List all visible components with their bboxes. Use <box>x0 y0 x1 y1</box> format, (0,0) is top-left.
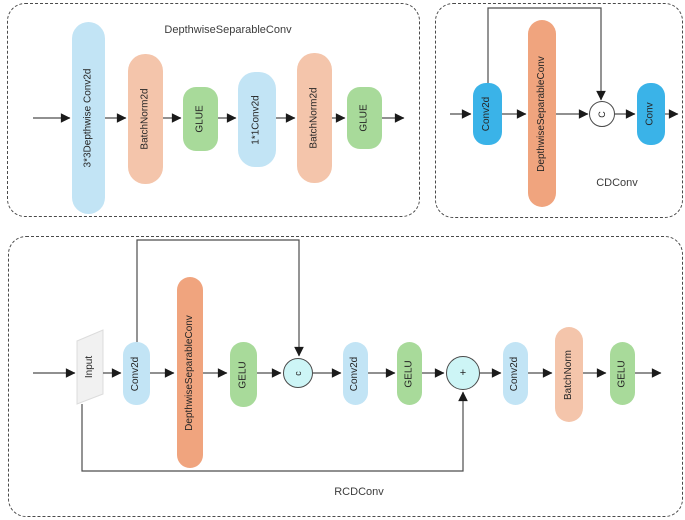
block-rcd-conv2d-1: Conv2d <box>123 342 150 405</box>
block-rcd-conv2d-3: Conv2d <box>503 342 528 405</box>
block-label: Conv2d <box>349 356 361 391</box>
block-label: GELU <box>616 359 628 388</box>
block-label: 1*1Conv2d <box>251 94 263 145</box>
block-rcd-input: Input <box>77 330 103 404</box>
add-node-rcd: + <box>446 356 480 390</box>
block-label: Conv <box>644 102 656 126</box>
concat-symbol: C <box>596 110 607 118</box>
block-33depthwise-conv2d: 3*3Depthwise Conv2d <box>72 22 105 214</box>
block-label: DepthwiseSeparableConv <box>536 55 547 172</box>
block-batchnorm2d-2: BatchNorm2d <box>297 53 332 183</box>
block-label: GLUE <box>358 104 370 132</box>
block-label: BatchNorm2d <box>139 88 151 150</box>
block-rcd-depthwiseseparableconv: DepthwiseSeparableConv <box>177 277 203 468</box>
block-label: DepthwiseSeparableConv <box>184 314 195 431</box>
panel-rcdconv <box>8 236 683 517</box>
block-11conv2d: 1*1Conv2d <box>238 72 276 167</box>
title-depthwise-separable-conv: DepthwiseSeparableConv <box>164 24 292 36</box>
block-label: 3*3Depthwise Conv2d <box>82 68 94 168</box>
add-symbol: + <box>459 366 467 379</box>
block-label: GELU <box>403 359 415 388</box>
concat-symbol: c <box>292 370 303 376</box>
concat-node-cdconv: C <box>589 101 615 127</box>
block-rcd-batchnorm: BatchNorm <box>555 327 583 422</box>
block-label: Conv2d <box>130 356 142 391</box>
block-glue-1: GLUE <box>183 87 218 151</box>
block-rcd-gelu-3: GELU <box>610 342 635 405</box>
panel-cdconv <box>435 3 683 218</box>
block-label: BatchNorm <box>563 349 575 400</box>
block-label: GELU <box>237 360 249 389</box>
block-rcd-gelu-2: GELU <box>397 342 422 405</box>
block-label: Conv2d <box>481 96 493 132</box>
block-glue-2: GLUE <box>347 87 382 149</box>
block-cdconv-depthwiseseparableconv: DepthwiseSeparableConv <box>528 20 556 207</box>
block-cdconv-conv: Conv <box>637 83 665 145</box>
block-batchnorm2d-1: BatchNorm2d <box>128 54 163 184</box>
block-rcd-conv2d-2: Conv2d <box>343 342 368 405</box>
block-label: GLUE <box>194 105 206 133</box>
title-rcdconv: RCDConv <box>334 486 384 498</box>
panel-depthwise-separable-conv <box>7 3 420 217</box>
concat-node-rcd: c <box>283 358 313 388</box>
block-cdconv-conv2d: Conv2d <box>473 83 502 145</box>
block-label: Input <box>84 355 95 379</box>
title-cdconv: CDConv <box>596 177 638 189</box>
block-label: BatchNorm2d <box>308 87 320 149</box>
block-label: Conv2d <box>509 356 521 391</box>
block-rcd-gelu-1: GELU <box>230 342 257 407</box>
